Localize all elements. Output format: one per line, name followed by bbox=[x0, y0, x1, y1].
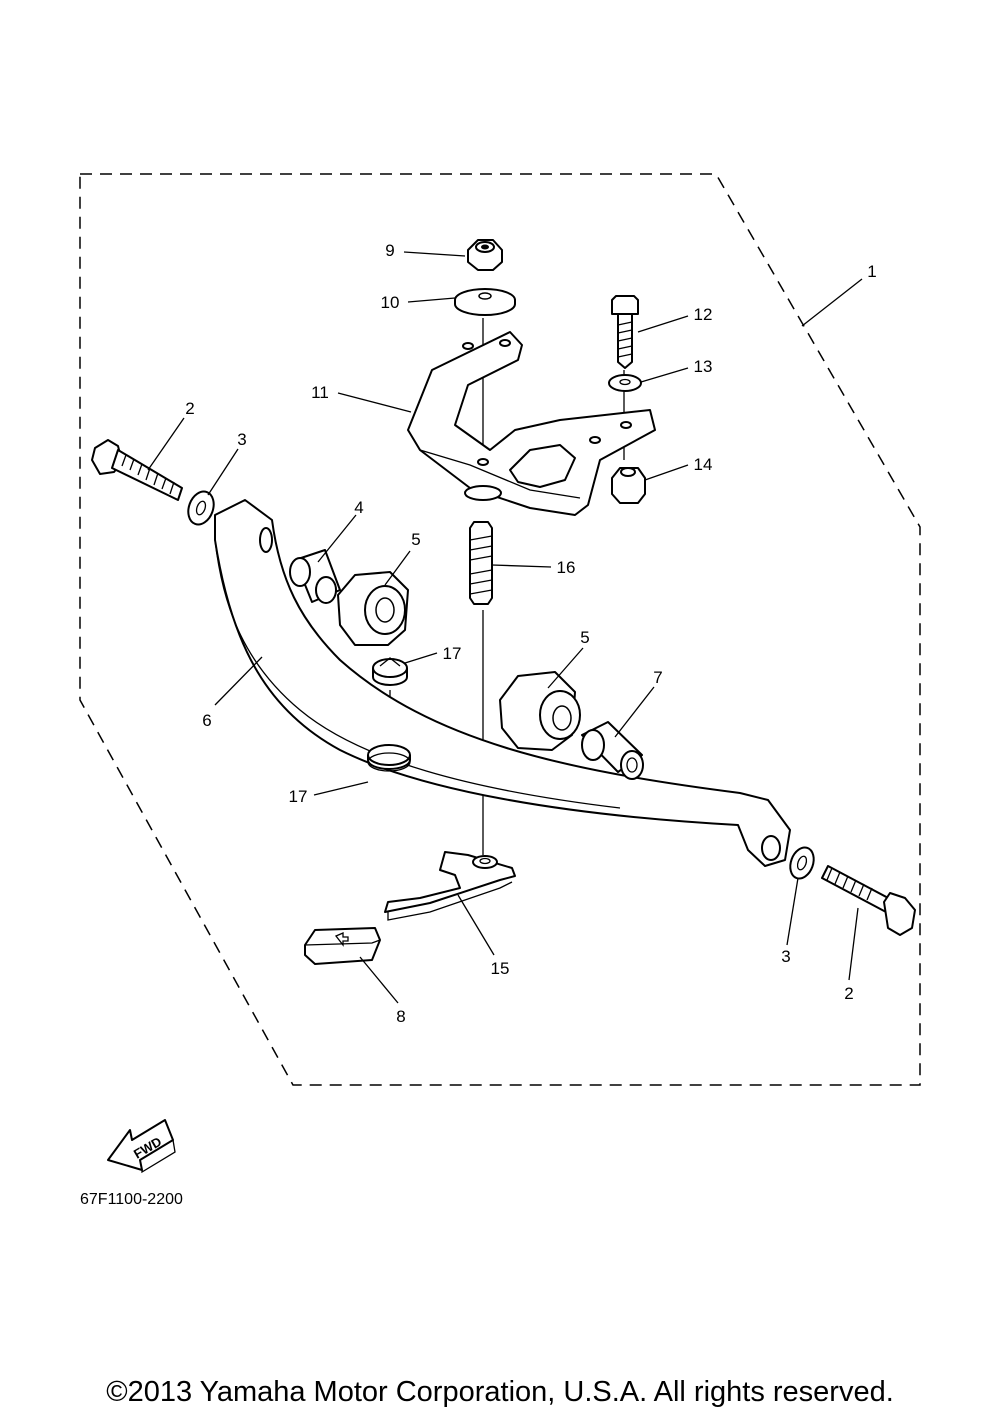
plate-15 bbox=[384, 851, 516, 921]
bar-6 bbox=[214, 499, 791, 867]
bolt-12 bbox=[611, 295, 639, 369]
nut-9 bbox=[467, 239, 503, 271]
stud-16 bbox=[469, 521, 493, 605]
callouts: 1 2 3 4 5 5 6 7 8 9 10 11 12 13 14 15 16… bbox=[185, 241, 876, 1026]
bolt-2-right bbox=[821, 865, 916, 936]
grommet-17-lower bbox=[367, 744, 411, 772]
callout-2-left: 2 bbox=[185, 399, 194, 418]
callout-5-lower: 5 bbox=[580, 628, 589, 647]
callout-3-left: 3 bbox=[237, 430, 246, 449]
fwd-arrow-icon: FWD bbox=[107, 1119, 176, 1174]
washer-3-right bbox=[789, 846, 815, 880]
bolt-2-left bbox=[91, 439, 183, 501]
washer-13 bbox=[608, 374, 642, 392]
diagram-code: 67F1100-2200 bbox=[80, 1191, 183, 1208]
callout-14: 14 bbox=[694, 455, 713, 474]
nut-5-lower bbox=[499, 671, 581, 751]
callout-8: 8 bbox=[396, 1007, 405, 1026]
assembly-boundary bbox=[79, 173, 921, 1086]
callout-1: 1 bbox=[867, 262, 876, 281]
callout-11: 11 bbox=[311, 383, 329, 402]
callout-6: 6 bbox=[202, 711, 211, 730]
callout-3-right: 3 bbox=[781, 947, 790, 966]
callout-12: 12 bbox=[694, 305, 713, 324]
bushing-4 bbox=[289, 549, 341, 604]
leader-lines bbox=[147, 251, 863, 1004]
callout-2-right: 2 bbox=[844, 984, 853, 1003]
callout-4: 4 bbox=[354, 498, 363, 517]
bushing-7 bbox=[581, 721, 644, 780]
nut-5-upper bbox=[337, 571, 409, 646]
nut-14 bbox=[611, 467, 646, 504]
callout-5-upper: 5 bbox=[411, 530, 420, 549]
bracket-11 bbox=[407, 331, 656, 516]
washer-10 bbox=[454, 288, 516, 316]
copyright-notice: ©2013 Yamaha Motor Corporation, U.S.A. A… bbox=[106, 1376, 894, 1408]
washer-3-left bbox=[187, 490, 215, 526]
callout-16: 16 bbox=[557, 558, 576, 577]
callout-17-upper: 17 bbox=[443, 644, 462, 663]
callout-9: 9 bbox=[385, 241, 394, 260]
callout-15: 15 bbox=[491, 959, 510, 978]
anode-8 bbox=[304, 927, 381, 965]
grommet-17-upper bbox=[372, 657, 408, 686]
callout-7: 7 bbox=[653, 668, 662, 687]
callout-13: 13 bbox=[694, 357, 713, 376]
callout-17-lower: 17 bbox=[289, 787, 308, 806]
callout-10: 10 bbox=[381, 293, 400, 312]
